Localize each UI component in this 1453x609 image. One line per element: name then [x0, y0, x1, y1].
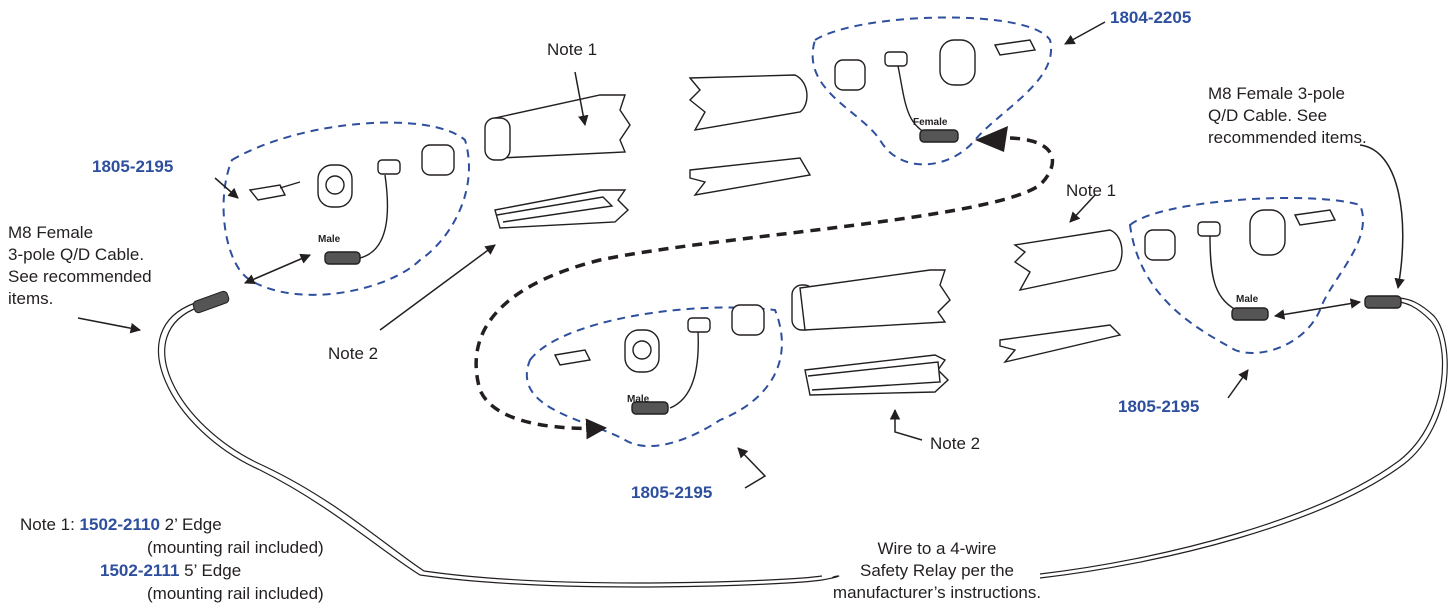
m8-cable-connector-left [192, 290, 230, 314]
note2-label-left: Note 2 [328, 344, 379, 363]
right-cable-callout: M8 Female 3-pole Q/D Cable. See recommen… [1208, 84, 1367, 147]
note1-legend: Note 1: 1502-2110 2’ Edge (mounting rail… [20, 515, 324, 603]
part-number-left: 1805-2195 [92, 157, 174, 176]
part-number-middle: 1805-2195 [631, 483, 713, 502]
edge-profile-middle [791, 269, 951, 396]
kit-outline-top [811, 16, 1053, 166]
kit-outline-middle [526, 306, 783, 448]
edge-profile-right [999, 229, 1123, 364]
kit-outline-right [1128, 196, 1364, 355]
note2-label-bottom: Note 2 [930, 434, 981, 453]
interconnect-arrowhead-top [975, 126, 1008, 152]
kit-parts-left [248, 144, 455, 265]
relay-cable-right [1039, 301, 1444, 575]
connector-tag-female: Female [913, 117, 948, 128]
relay-cable-inner [164, 306, 823, 584]
part-number-top: 1804-2205 [1110, 8, 1192, 27]
connector-tag-male-left: Male [318, 234, 341, 245]
connector-tag-male-right: Male [1236, 294, 1259, 305]
edge-profile-top-mid [688, 74, 812, 196]
relay-callout: Wire to a 4-wire Safety Relay per the ma… [832, 539, 1042, 602]
kit-parts-middle [553, 304, 765, 415]
edge-profile-top-left [484, 94, 631, 229]
part-number-right: 1805-2195 [1118, 397, 1200, 416]
interconnect-cable-dashed [474, 136, 1055, 440]
note1-label-right: Note 1 [1066, 181, 1117, 200]
note1-label-top: Note 1 [547, 40, 598, 59]
kit-parts-top [834, 39, 1037, 143]
left-cable-callout: M8 Female 3-pole Q/D Cable. See recommen… [8, 223, 152, 308]
relay-cable [157, 302, 840, 588]
relay-cable-right-inner [1039, 297, 1448, 579]
kit-parts-right [1144, 209, 1402, 321]
kit-outline-left [222, 121, 470, 296]
connector-tag-male-middle: Male [627, 394, 650, 405]
callout-arrows [77, 21, 1405, 489]
